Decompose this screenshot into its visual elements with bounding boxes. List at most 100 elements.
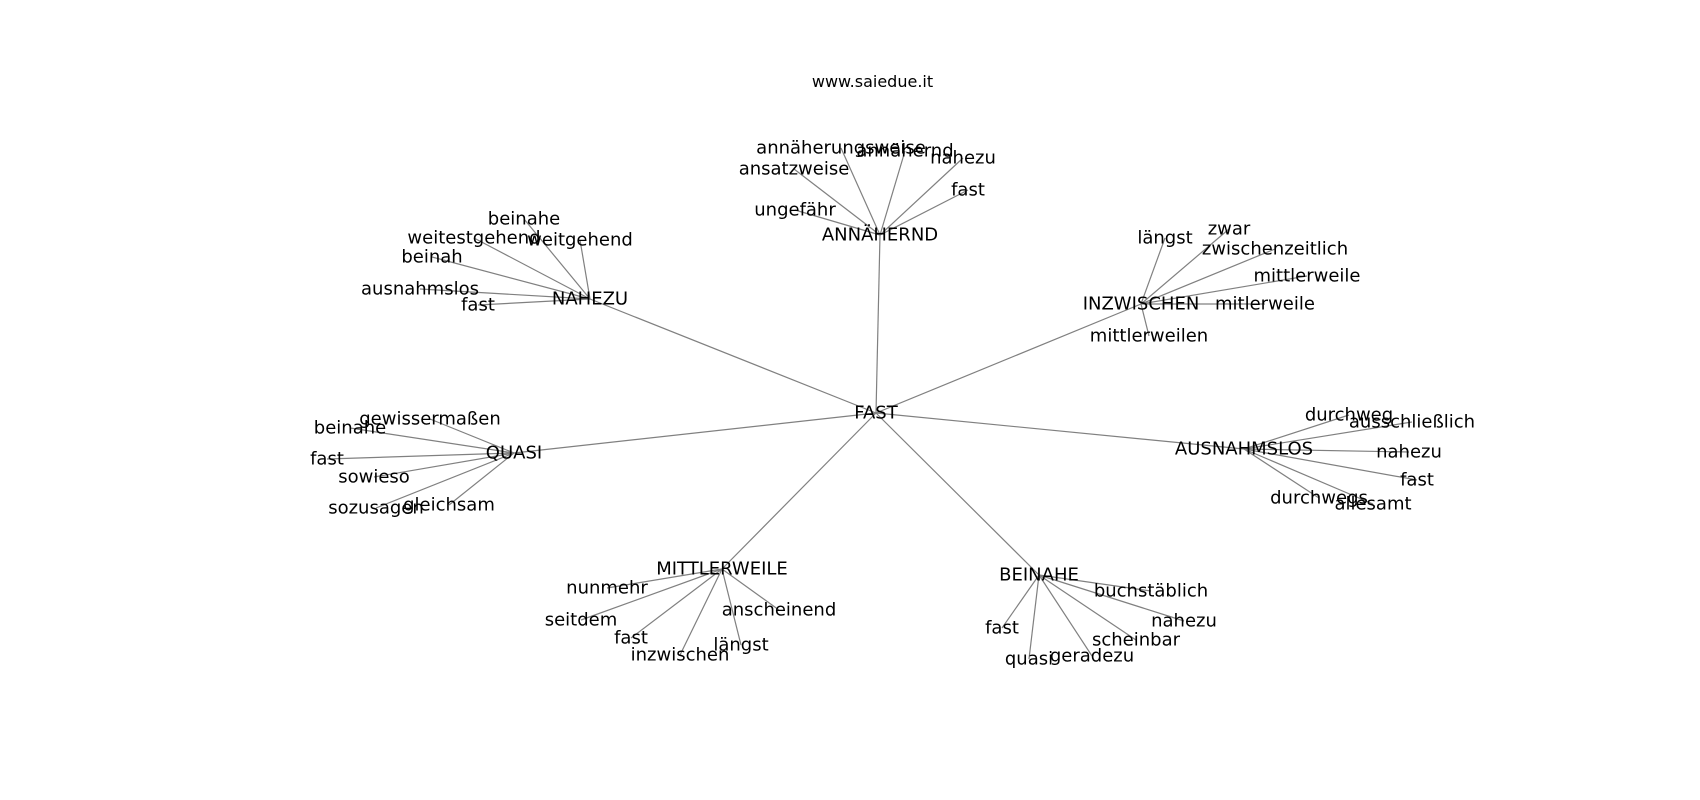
hub-node-ausnahmslos: AUSNAHMSLOS: [1175, 439, 1313, 460]
edge-quasi-beinahe: [349, 427, 515, 454]
leaf-node-annaehernd-ansatzweise: ansatzweise: [739, 159, 850, 180]
edge-root-quasi: [513, 412, 877, 454]
leaf-node-nahezu-beinahe: beinahe: [488, 209, 560, 230]
edge-annaehernd-ansatzweise: [793, 168, 881, 236]
edge-beinahe-nahezu: [1038, 574, 1185, 622]
leaf-node-annaehernd-nahezu: nahezu: [930, 148, 996, 169]
edge-root-beinahe: [875, 412, 1040, 576]
hub-node-quasi: QUASI: [486, 443, 542, 464]
edge-ausnahmslos-ausschliesslich: [1243, 421, 1413, 450]
edge-layer: [326, 147, 1418, 660]
edge-mittlerweile-seitdem: [580, 568, 723, 621]
edge-root-inzwischen: [875, 303, 1142, 414]
leaf-node-nahezu-weitgehend: weitgehend: [527, 230, 633, 251]
leaf-node-beinahe-nahezu: nahezu: [1151, 611, 1217, 632]
edge-root-nahezu: [589, 298, 877, 414]
edge-annaehernd-annaehernd: [879, 150, 906, 236]
hub-node-beinahe: BEINAHE: [999, 565, 1079, 586]
edge-nahezu-beinah: [431, 256, 591, 300]
leaf-node-mittlerweile-seitdem: seitdem: [545, 610, 618, 631]
hub-node-nahezu: NAHEZU: [552, 289, 628, 310]
edge-mittlerweile-nunmehr: [606, 568, 723, 589]
leaf-node-inzwischen-laengst: längst: [1137, 228, 1192, 249]
hub-node-mittlerweile: MITTLERWEILE: [656, 559, 788, 580]
edge-annaehernd-ungefaehr: [794, 209, 881, 236]
leaf-node-ausnahmslos-durchweg: durchweg: [1305, 405, 1393, 426]
edge-nahezu-beinahe: [523, 218, 591, 300]
leaf-node-beinahe-quasi: quasi: [1005, 649, 1053, 670]
edge-nahezu-weitgehend: [579, 239, 591, 300]
edge-annaehernd-annaeherungsweise: [840, 147, 881, 236]
leaf-node-ausnahmslos-nahezu: nahezu: [1376, 442, 1442, 463]
leaf-node-inzwischen-mitlerweile: mitlerweile: [1215, 294, 1315, 315]
leaf-node-nahezu-fast: fast: [461, 295, 495, 316]
edge-beinahe-fast: [1001, 574, 1040, 629]
edge-ausnahmslos-allesamt: [1243, 448, 1374, 505]
leaf-node-quasi-gewissermassen: gewissermaßen: [359, 409, 501, 430]
edge-mittlerweile-anscheinend: [721, 568, 780, 611]
edge-mittlerweile-inzwischen: [679, 568, 723, 656]
leaf-node-annaehernd-annaehernd: annähernd: [856, 141, 953, 162]
edge-quasi-sowieso: [373, 452, 515, 478]
edge-ausnahmslos-fast: [1243, 448, 1418, 481]
leaf-node-mittlerweile-inzwischen: inzwischen: [631, 645, 730, 666]
edge-quasi-sozusagen: [375, 452, 515, 509]
site-watermark: www.saiedue.it: [811, 72, 934, 91]
root-node-label: FAST: [854, 403, 898, 424]
edge-quasi-gleichsam: [448, 452, 515, 506]
leaf-node-beinahe-geradezu: geradezu: [1050, 646, 1134, 667]
edge-inzwischen-laengst: [1140, 237, 1166, 305]
edge-nahezu-fast: [477, 298, 591, 306]
edge-inzwischen-zwar: [1140, 228, 1230, 305]
edge-quasi-fast: [326, 452, 515, 460]
edge-mittlerweile-laengst: [721, 568, 742, 646]
leaf-node-ausnahmslos-fast: fast: [1400, 470, 1434, 491]
leaf-node-quasi-sozusagen: sozusagen: [328, 498, 424, 519]
edge-ausnahmslos-durchwegs: [1243, 448, 1320, 499]
leaf-node-beinahe-fast: fast: [985, 618, 1019, 639]
edge-ausnahmslos-nahezu: [1243, 448, 1410, 453]
leaf-node-quasi-gleichsam: gleichsam: [403, 495, 495, 516]
leaf-node-beinahe-buchstaeblich: buchstäblich: [1094, 581, 1208, 602]
hub-node-inzwischen: INZWISCHEN: [1083, 294, 1200, 315]
leaf-node-nahezu-ausnahmslos: ausnahmslos: [361, 279, 479, 300]
label-layer: FASTANNÄHERNDannäherungsweiseannäherndna…: [310, 138, 1475, 670]
leaf-node-annaehernd-ungefaehr: ungefähr: [754, 200, 836, 221]
leaf-node-nahezu-weitestgehend: weitestgehend: [407, 228, 540, 249]
leaf-node-mittlerweile-anscheinend: anscheinend: [722, 600, 837, 621]
leaf-node-quasi-beinahe: beinahe: [314, 418, 386, 439]
edge-beinahe-scheinbar: [1038, 574, 1137, 641]
leaf-node-ausnahmslos-durchwegs: durchwegs: [1270, 488, 1368, 509]
leaf-node-annaehernd-annaeherungsweise: annäherungsweise: [756, 138, 926, 159]
leaf-node-beinahe-scheinbar: scheinbar: [1092, 630, 1181, 651]
hub-node-annaehernd: ANNÄHERND: [822, 225, 938, 246]
edge-inzwischen-mittlerweile: [1140, 275, 1308, 305]
leaf-node-inzwischen-zwischenzeitlich: zwischenzeitlich: [1202, 239, 1348, 260]
edge-root-annaehernd: [875, 234, 881, 414]
edge-root-ausnahmslos: [875, 412, 1245, 450]
edge-beinahe-geradezu: [1038, 574, 1093, 657]
edge-root-mittlerweile: [721, 412, 877, 570]
edge-inzwischen-mittlerweilen: [1140, 303, 1150, 337]
leaf-node-annaehernd-fast: fast: [951, 180, 985, 201]
edge-nahezu-weitestgehend: [473, 237, 591, 300]
leaf-node-ausnahmslos-allesamt: allesamt: [1334, 494, 1411, 515]
leaf-node-mittlerweile-laengst: längst: [713, 635, 768, 656]
edge-nahezu-ausnahmslos: [419, 288, 591, 300]
leaf-node-mittlerweile-fast: fast: [614, 628, 648, 649]
leaf-node-inzwischen-zwar: zwar: [1208, 219, 1251, 240]
leaf-node-mittlerweile-nunmehr: nunmehr: [566, 578, 648, 599]
edge-beinahe-quasi: [1028, 574, 1040, 660]
edge-beinahe-buchstaeblich: [1038, 574, 1152, 592]
leaf-node-ausnahmslos-ausschliesslich: ausschließlich: [1349, 412, 1475, 433]
edge-annaehernd-nahezu: [879, 157, 964, 236]
edge-annaehernd-fast: [879, 189, 969, 236]
edge-mittlerweile-fast: [630, 568, 723, 639]
leaf-node-quasi-fast: fast: [310, 449, 344, 470]
edge-quasi-gewissermassen: [429, 418, 515, 454]
edge-ausnahmslos-durchweg: [1243, 414, 1350, 450]
edge-inzwischen-zwischenzeitlich: [1140, 248, 1276, 305]
leaf-node-inzwischen-mittlerweilen: mittlerweilen: [1090, 326, 1208, 347]
leaf-node-inzwischen-mittlerweile: mittlerweile: [1254, 266, 1361, 287]
